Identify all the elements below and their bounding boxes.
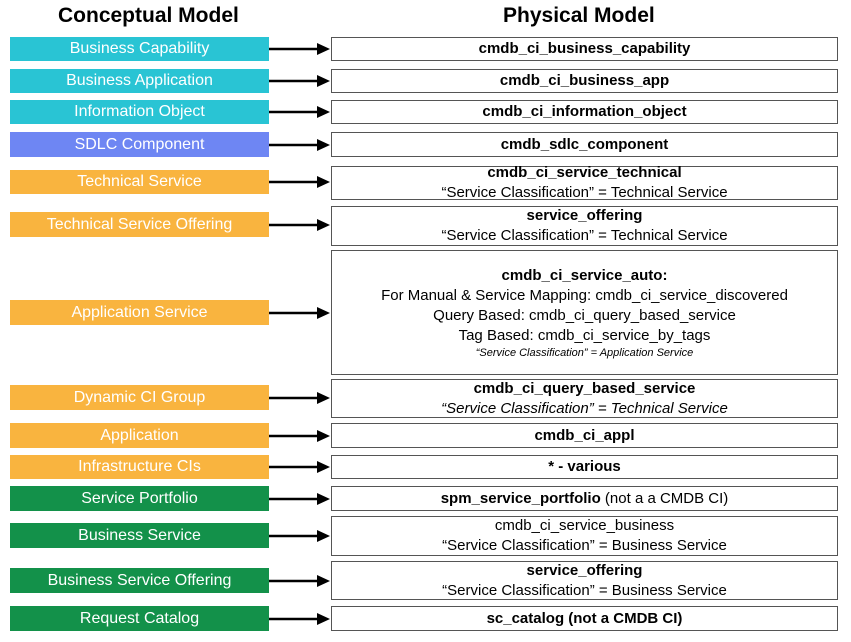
physical-line: cmdb_sdlc_component [500,135,669,153]
physical-note: (not a a CMDB CI) [600,489,729,507]
concept-box-sdlc-component: SDLC Component [10,132,269,157]
concept-box-business-service-offering: Business Service Offering [10,568,269,593]
concept-box-business-capability: Business Capability [10,37,269,61]
physical-line: cmdb_ci_business_app [499,72,670,89]
physical-line: “Service Classification” = Technical Ser… [441,399,728,417]
physical-line: service_offering [526,561,643,579]
mapping-arrow-icon [269,176,330,188]
concept-box-business-application: Business Application [10,69,269,93]
physical-box-application: cmdb_ci_appl [331,423,838,448]
physical-line: cmdb_ci_service_business [494,517,675,534]
concept-box-business-service: Business Service [10,523,269,548]
physical-box-business-service-offering: service_offering “Service Classification”… [331,561,838,600]
physical-line: “Service Classification” = Business Serv… [442,537,727,554]
physical-line: spm_service_portfolio (not a a CMDB CI) [441,489,729,509]
mapping-arrow-icon [269,391,330,404]
physical-line: * - various [548,458,621,475]
physical-line: cmdb_ci_information_object [482,103,687,120]
physical-line: cmdb_ci_service_auto: [501,266,668,284]
physical-box-technical-service: cmdb_ci_service_technical “Service Classi… [331,164,838,201]
physical-model-heading: Physical Model [503,4,655,27]
physical-box-infrastructure-cis: * - various [331,455,838,479]
physical-line: “Service Classification” = Technical Ser… [441,184,728,201]
physical-line: For Manual & Service Mapping: cmdb_ci_se… [381,286,788,304]
concept-box-information-object: Information Object [10,100,269,124]
mapping-arrow-icon [269,612,330,625]
conceptual-model-heading: Conceptual Model [58,4,239,27]
concept-box-application: Application [10,423,269,448]
physical-line: cmdb_ci_service_technical [487,164,682,181]
physical-box-technical-service-offering: service_offering “Service Classification”… [331,206,838,246]
concept-box-service-portfolio: Service Portfolio [10,486,269,511]
physical-line: Query Based: cmdb_ci_query_based_service [433,306,736,324]
physical-line: sc_catalog (not a CMDB CI) [486,609,683,627]
mapping-arrow-icon [269,75,330,87]
physical-box-dynamic-ci-group: cmdb_ci_query_based_service “Service Clas… [331,379,838,418]
physical-line: cmdb_ci_query_based_service [473,379,696,397]
mapping-arrow-icon [269,218,330,231]
physical-line: Tag Based: cmdb_ci_service_by_tags [458,326,711,344]
physical-box-information-object: cmdb_ci_information_object [331,100,838,124]
physical-line: service_offering [526,207,643,224]
mapping-arrow-icon [269,461,330,473]
mapping-arrow-icon [269,429,330,442]
physical-box-service-portfolio: spm_service_portfolio (not a a CMDB CI) [331,486,838,511]
mapping-arrow-icon [269,138,330,151]
concept-box-application-service: Application Service [10,300,269,325]
mapping-arrow-icon [269,306,330,319]
physical-box-business-capability: cmdb_ci_business_capability [331,37,838,61]
concept-box-technical-service-offering: Technical Service Offering [10,212,269,237]
physical-box-business-service: cmdb_ci_service_business “Service Classif… [331,516,838,556]
physical-box-business-application: cmdb_ci_business_app [331,69,838,93]
physical-box-application-service: cmdb_ci_service_auto: For Manual & Servic… [331,250,838,375]
physical-table-name: spm_service_portfolio [440,489,601,507]
mapping-arrow-icon [269,106,330,118]
mapping-arrow-icon [269,529,330,542]
physical-box-request-catalog: sc_catalog (not a CMDB CI) [331,606,838,631]
concept-box-technical-service: Technical Service [10,170,269,194]
concept-box-request-catalog: Request Catalog [10,606,269,631]
concept-box-infrastructure-cis: Infrastructure CIs [10,455,269,479]
physical-line: “Service Classification” = Business Serv… [442,581,727,599]
physical-line: cmdb_ci_business_capability [478,40,691,57]
physical-box-sdlc-component: cmdb_sdlc_component [331,132,838,157]
physical-line: cmdb_ci_appl [534,426,635,444]
mapping-arrow-icon [269,43,330,55]
mapping-arrow-icon [269,574,330,587]
physical-line: “Service Classification” = Application S… [475,346,694,359]
concept-box-dynamic-ci-group: Dynamic CI Group [10,385,269,410]
physical-line: “Service Classification” = Technical Ser… [441,227,728,244]
mapping-arrow-icon [269,492,330,505]
